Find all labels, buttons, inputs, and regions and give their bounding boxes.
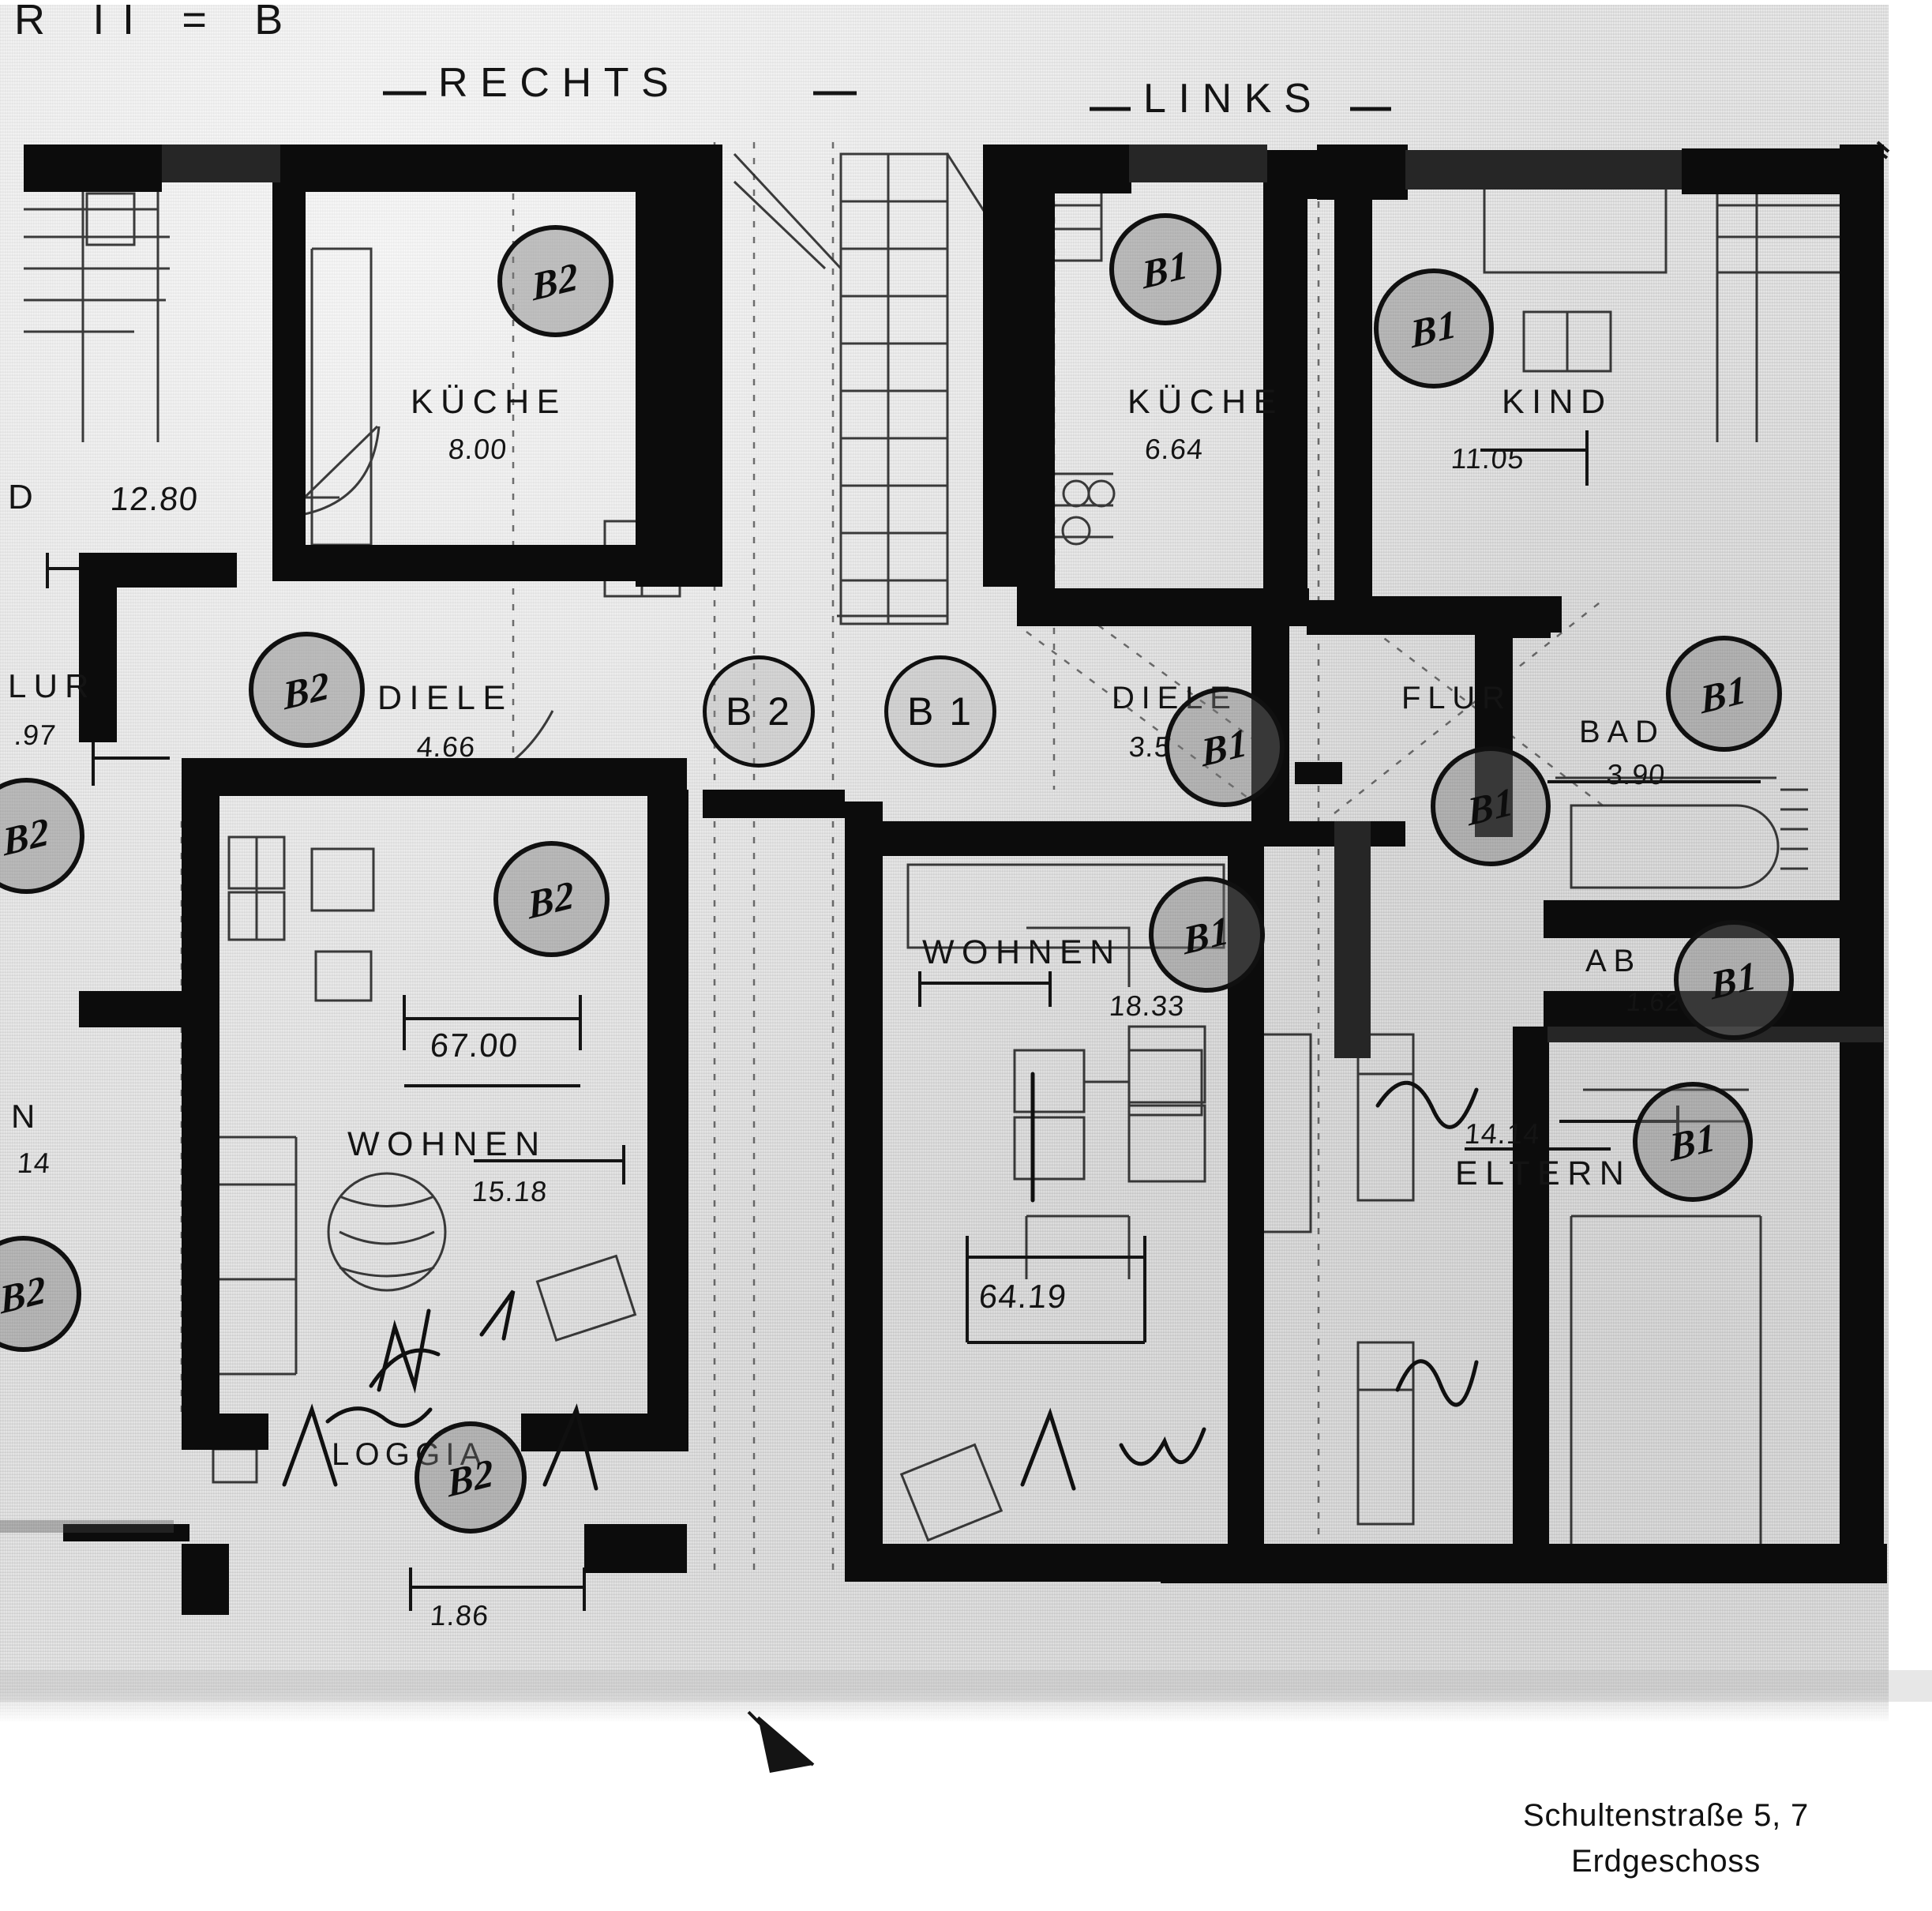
stamp-marker-b2-kitchen[interactable]: B2 bbox=[497, 225, 613, 337]
room-area-wohnen-left: 15.18 bbox=[471, 1175, 550, 1207]
stamp-marker-label: B2 bbox=[1, 807, 52, 865]
room-label-kueche-left: KÜCHE bbox=[411, 383, 567, 421]
stamp-marker-b1-diele[interactable]: B1 bbox=[1165, 687, 1285, 807]
stamp-marker-b1-kind[interactable]: B1 bbox=[1374, 268, 1494, 389]
header-left-unit: RECHTS bbox=[438, 60, 681, 106]
room-area-kueche-left: 8.00 bbox=[447, 433, 509, 465]
stamp-marker-label: B1 bbox=[1409, 300, 1459, 357]
section-marker-b1[interactable]: B 1 bbox=[884, 655, 996, 768]
room-area-diele-left: 4.66 bbox=[415, 730, 478, 763]
stamp-marker-b1-wohnen[interactable]: B1 bbox=[1149, 877, 1265, 993]
stamp-marker-label: B2 bbox=[530, 253, 581, 310]
header-left-rule bbox=[383, 91, 857, 96]
room-area-bad: 3.90 bbox=[1605, 758, 1668, 790]
edge-label-flur: LUR bbox=[8, 667, 96, 704]
room-label-kueche-right: KÜCHE bbox=[1127, 383, 1284, 421]
paper-margin-top bbox=[0, 0, 1932, 5]
stamp-marker-b1-kitchen[interactable]: B1 bbox=[1109, 213, 1221, 325]
header-right-unit: LINKS bbox=[1143, 76, 1324, 122]
room-area-wohnen-right: 18.33 bbox=[1108, 989, 1187, 1022]
edge-dimension-097: .97 bbox=[13, 719, 58, 751]
stamp-marker-b1-eltern[interactable]: B1 bbox=[1633, 1082, 1753, 1202]
room-area-ab: 1.62 bbox=[1625, 987, 1682, 1016]
room-area-kind: 11.05 bbox=[1450, 442, 1526, 475]
dimension-lines bbox=[46, 141, 1890, 1611]
stamp-marker-label: B2 bbox=[526, 870, 577, 928]
sheet-corner-code: R II = B bbox=[14, 0, 302, 43]
stamp-marker-b1-bad[interactable]: B1 bbox=[1666, 636, 1782, 752]
paper-margin-right bbox=[1889, 0, 1932, 1911]
room-label-bad: BAD bbox=[1579, 715, 1665, 749]
stamp-marker-label: B1 bbox=[1140, 241, 1191, 298]
scan-paper-background bbox=[0, 0, 1932, 1721]
paper-margin-bottom bbox=[0, 1690, 1932, 1911]
structural-walls bbox=[24, 145, 1887, 1615]
stamp-marker-label: B2 bbox=[281, 661, 332, 719]
dimension-67-00: 67.00 bbox=[428, 1027, 520, 1064]
edge-dimension-14: 14 bbox=[16, 1147, 53, 1179]
handdrawn-scribbles bbox=[282, 1072, 1479, 1491]
stamp-marker-b1-flur[interactable]: B1 bbox=[1431, 746, 1551, 866]
stamp-marker-label: B1 bbox=[1465, 778, 1516, 835]
room-area-eltern: 14.14 bbox=[1463, 1117, 1542, 1150]
stamp-marker-label: B1 bbox=[1668, 1113, 1718, 1170]
room-label-diele-left: DIELE bbox=[377, 679, 513, 717]
stamp-marker-b2-loggia[interactable]: B2 bbox=[415, 1421, 527, 1534]
section-marker-b2-label: B 2 bbox=[725, 689, 793, 734]
stamp-marker-label: B1 bbox=[1181, 906, 1232, 963]
caption-floor: Erdgeschoss bbox=[1570, 1844, 1761, 1879]
dimension-1-86: 1.86 bbox=[429, 1599, 491, 1631]
room-label-flur-right: FLUR bbox=[1401, 681, 1512, 715]
header-right-rule bbox=[1090, 107, 1391, 111]
edge-label-d: D bbox=[8, 478, 37, 516]
north-arrow bbox=[747, 1710, 815, 1773]
room-area-kueche-right: 6.64 bbox=[1143, 433, 1206, 465]
edge-label-n: N bbox=[11, 1098, 43, 1135]
room-label-eltern: ELTERN bbox=[1455, 1154, 1632, 1192]
room-label-wohnen-right: WOHNEN bbox=[922, 933, 1122, 971]
stamp-marker-label: B1 bbox=[1709, 952, 1759, 1008]
stamp-marker-label: B1 bbox=[1698, 665, 1750, 723]
dimension-64-19: 64.19 bbox=[977, 1278, 1069, 1315]
sheet-caption: Schultenstraße 5, 7 Erdgeschoss bbox=[1413, 1793, 1919, 1884]
caption-address: Schultenstraße 5, 7 bbox=[1522, 1798, 1810, 1833]
section-marker-b1-label: B 1 bbox=[906, 689, 974, 734]
stamp-marker-label: B1 bbox=[1199, 719, 1250, 775]
section-marker-b2[interactable]: B 2 bbox=[703, 655, 815, 768]
room-label-ab: AB bbox=[1585, 944, 1641, 978]
stamp-marker-label: B2 bbox=[445, 1449, 496, 1506]
room-label-kind: KIND bbox=[1502, 383, 1613, 421]
stamp-marker-b1-ab[interactable]: B1 bbox=[1674, 920, 1794, 1040]
room-label-wohnen-left: WOHNEN bbox=[347, 1125, 547, 1163]
edge-dimension-12-80: 12.80 bbox=[108, 480, 201, 517]
stamp-marker-b2-hall[interactable]: B2 bbox=[249, 632, 365, 748]
stamp-marker-label: B2 bbox=[0, 1265, 49, 1323]
scan-smudge bbox=[0, 1520, 1932, 1702]
stamp-marker-b2-living-upper[interactable]: B2 bbox=[493, 841, 610, 957]
